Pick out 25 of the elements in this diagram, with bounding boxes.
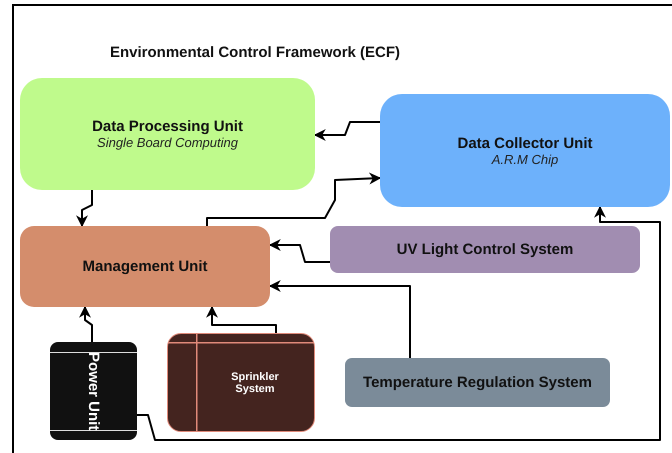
- node-title: Temperature Regulation System: [362, 374, 592, 391]
- arrow: [79, 306, 93, 342]
- node-title: Sprinkler System: [230, 370, 280, 394]
- arrow: [206, 172, 382, 226]
- uv-control-box: [330, 226, 640, 273]
- node-title: Power Unit: [85, 352, 102, 430]
- node-subtitle: A.R.M Chip: [492, 152, 558, 166]
- arrow: [268, 239, 330, 263]
- node-title: UV Light Control System: [396, 241, 574, 258]
- arrow: [206, 306, 277, 333]
- node-subtitle: Single Board Computing: [97, 135, 238, 150]
- processing-unit-box: [20, 78, 315, 190]
- node-title: Data Collector Unit: [457, 134, 592, 152]
- arrow: [137, 206, 661, 441]
- sprinkler-system-box: [167, 333, 315, 432]
- node-title: Management Unit: [82, 258, 208, 275]
- management-unit-box: [20, 226, 270, 307]
- temperature-regulation-box: [345, 358, 610, 407]
- node-title: Data Processing Unit: [92, 118, 243, 135]
- diagram-title: Environmental Control Framework (ECF): [110, 44, 400, 61]
- arrow: [268, 280, 411, 358]
- collector-unit-box: [380, 94, 670, 207]
- arrow: [314, 121, 380, 141]
- power-unit-box: [50, 342, 137, 440]
- arrow: [76, 190, 93, 228]
